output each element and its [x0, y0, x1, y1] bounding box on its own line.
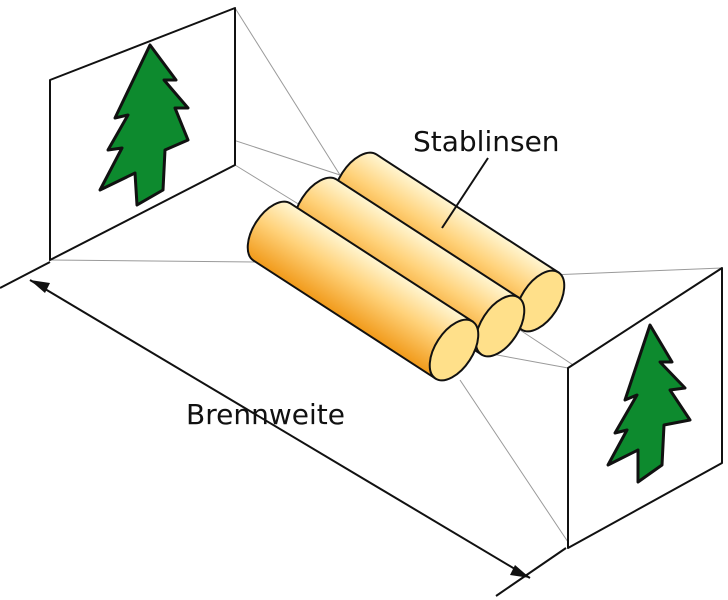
dimension-line: [29, 279, 531, 579]
tree-icon: [606, 323, 692, 484]
construction-line: [49, 259, 261, 263]
tree-icon: [98, 43, 190, 207]
rod-end-face: [428, 318, 480, 382]
construction-line: [234, 164, 301, 206]
rod-end-face: [514, 269, 566, 333]
focal-length-dimension: [0, 261, 567, 597]
arrowhead-right: [510, 565, 530, 578]
rod-lens: [246, 200, 480, 382]
focal-length-label: Brennweite: [186, 398, 345, 431]
rod-lens: [332, 151, 566, 333]
construction-line: [234, 7, 341, 176]
rod-lens: [292, 176, 526, 358]
rod-lenses-label: Stablinsen: [413, 125, 560, 158]
left-image-panel: [49, 7, 236, 261]
rod-end-face: [474, 294, 526, 358]
construction-line: [549, 267, 723, 276]
rod-body: [246, 200, 474, 380]
construction-line: [459, 379, 571, 546]
arrowhead-left: [30, 280, 50, 293]
dimension-tick-right: [495, 547, 567, 597]
rod-lenses: [246, 151, 566, 382]
label-pointer-line: [441, 157, 489, 229]
right-image-panel: [567, 267, 723, 549]
dimension-tick-left: [0, 261, 51, 289]
